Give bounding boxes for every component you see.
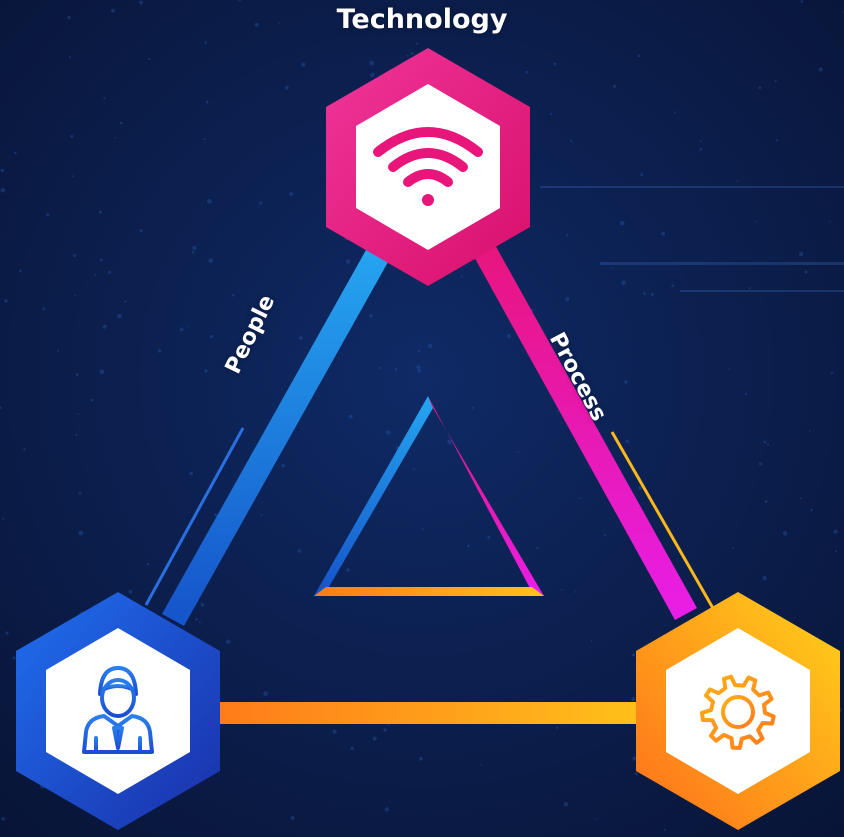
- edge-bottom: [210, 702, 650, 724]
- person-icon: [82, 666, 154, 754]
- inner-triangle: [314, 396, 544, 596]
- process-node: [636, 592, 840, 830]
- people-accent-line: [144, 427, 245, 606]
- technology-label: Technology: [336, 4, 508, 35]
- technology-node: [326, 48, 530, 286]
- gear-icon: [700, 674, 776, 750]
- wifi-icon: [373, 127, 483, 206]
- process-accent-line: [610, 431, 716, 611]
- background-streaks: [540, 186, 844, 292]
- edge-people: [162, 250, 388, 626]
- edge-process: [467, 234, 697, 620]
- people-node: [16, 592, 220, 830]
